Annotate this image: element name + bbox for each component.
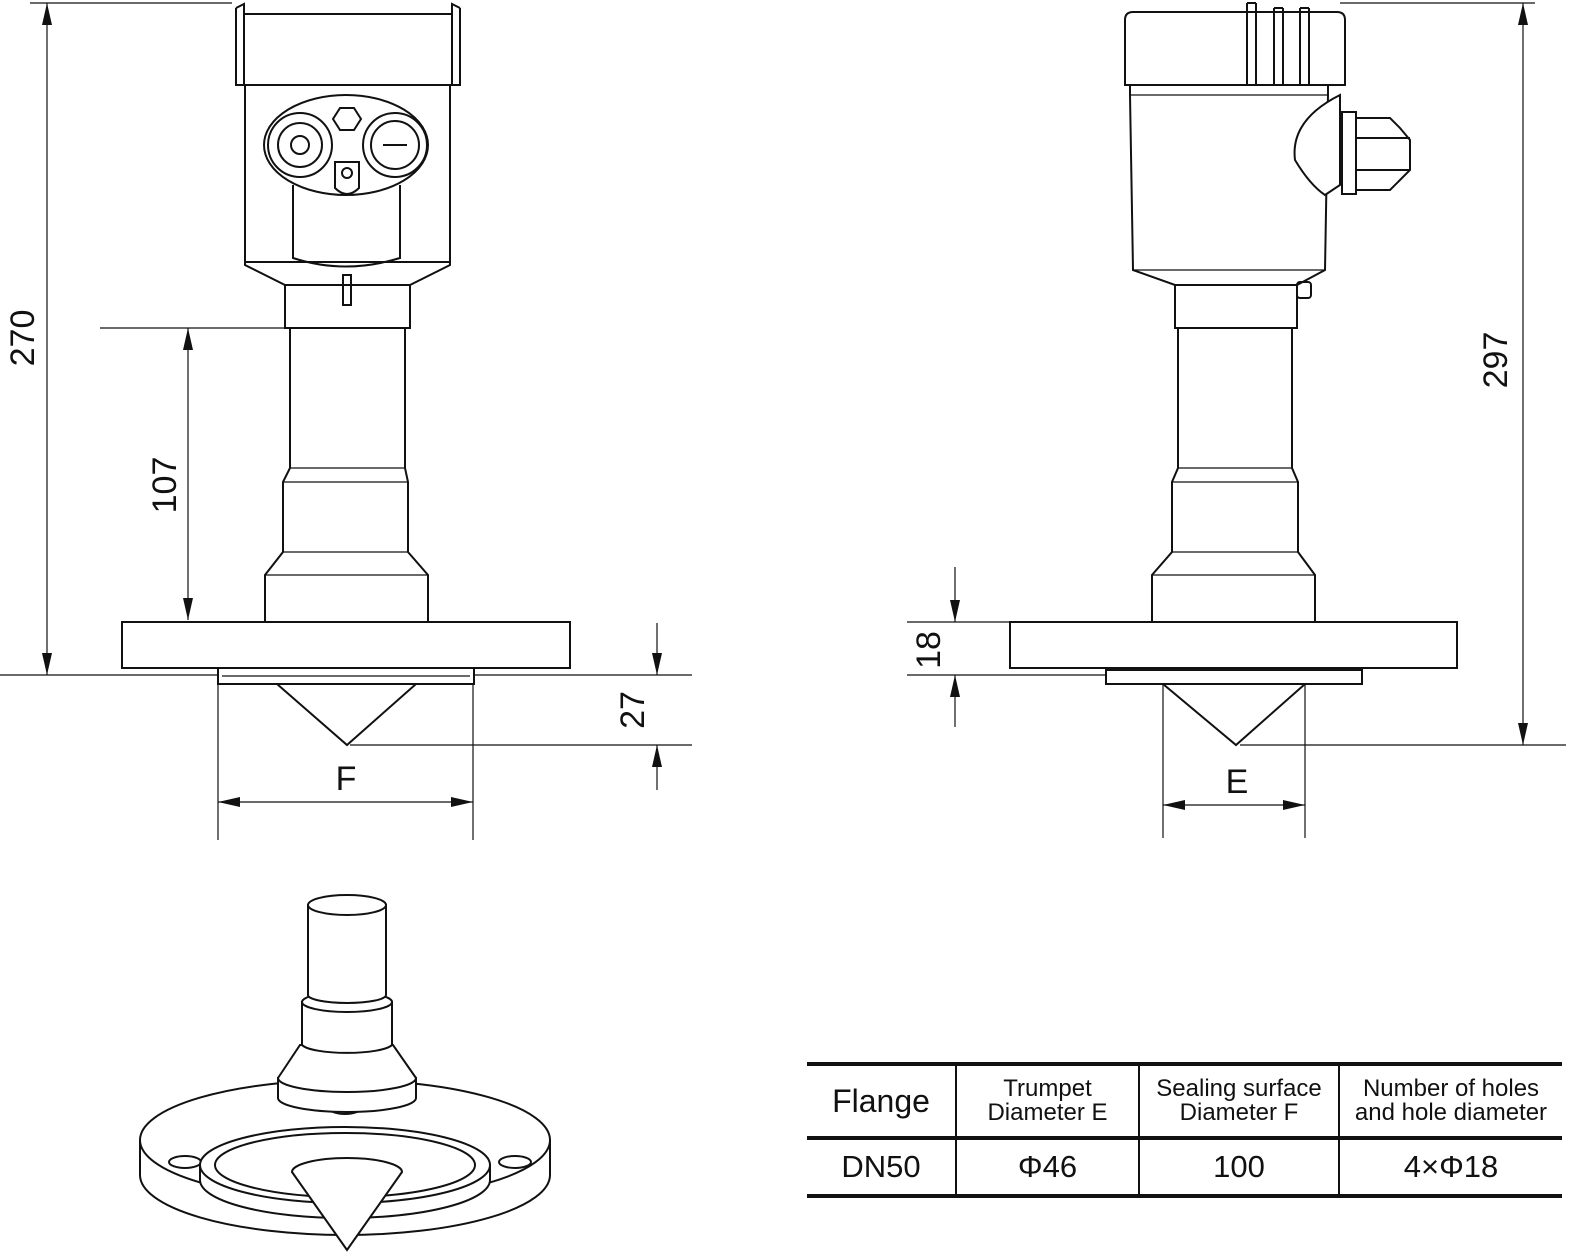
isometric-view [139, 894, 551, 1252]
dim-297: 297 [1477, 332, 1515, 389]
header-text: Number of holes [1362, 1075, 1540, 1102]
dim-27: 27 [614, 691, 652, 729]
cell-holes: 4×Φ18 [1338, 1138, 1562, 1198]
header-text: Diameter E [987, 1099, 1108, 1126]
front-view [121, 2, 571, 747]
header-text: Flange [832, 1083, 930, 1119]
cell-sealing-diameter: 100 [1138, 1138, 1339, 1198]
header-text: Trumpet [1003, 1075, 1092, 1102]
dim-107: 107 [146, 457, 184, 514]
dim-18: 18 [910, 631, 948, 669]
side-view [1009, 2, 1458, 747]
header-text: Diameter F [1179, 1099, 1299, 1126]
header-flange: Flange [807, 1062, 956, 1140]
header-text: and hole diameter [1354, 1099, 1548, 1126]
front-dimensions: 270 107 27 F [0, 2, 692, 840]
dim-270: 270 [4, 310, 42, 367]
table-row: DN50 Φ46 100 4×Φ18 [807, 1138, 1562, 1198]
cell-flange: DN50 [807, 1138, 956, 1198]
dim-E: E [1226, 763, 1249, 801]
side-dimensions: 297 18 E [907, 2, 1566, 838]
cell-trumpet-diameter: Φ46 [955, 1138, 1139, 1198]
header-text: Sealing surface [1156, 1075, 1322, 1102]
dim-F: F [336, 760, 357, 798]
